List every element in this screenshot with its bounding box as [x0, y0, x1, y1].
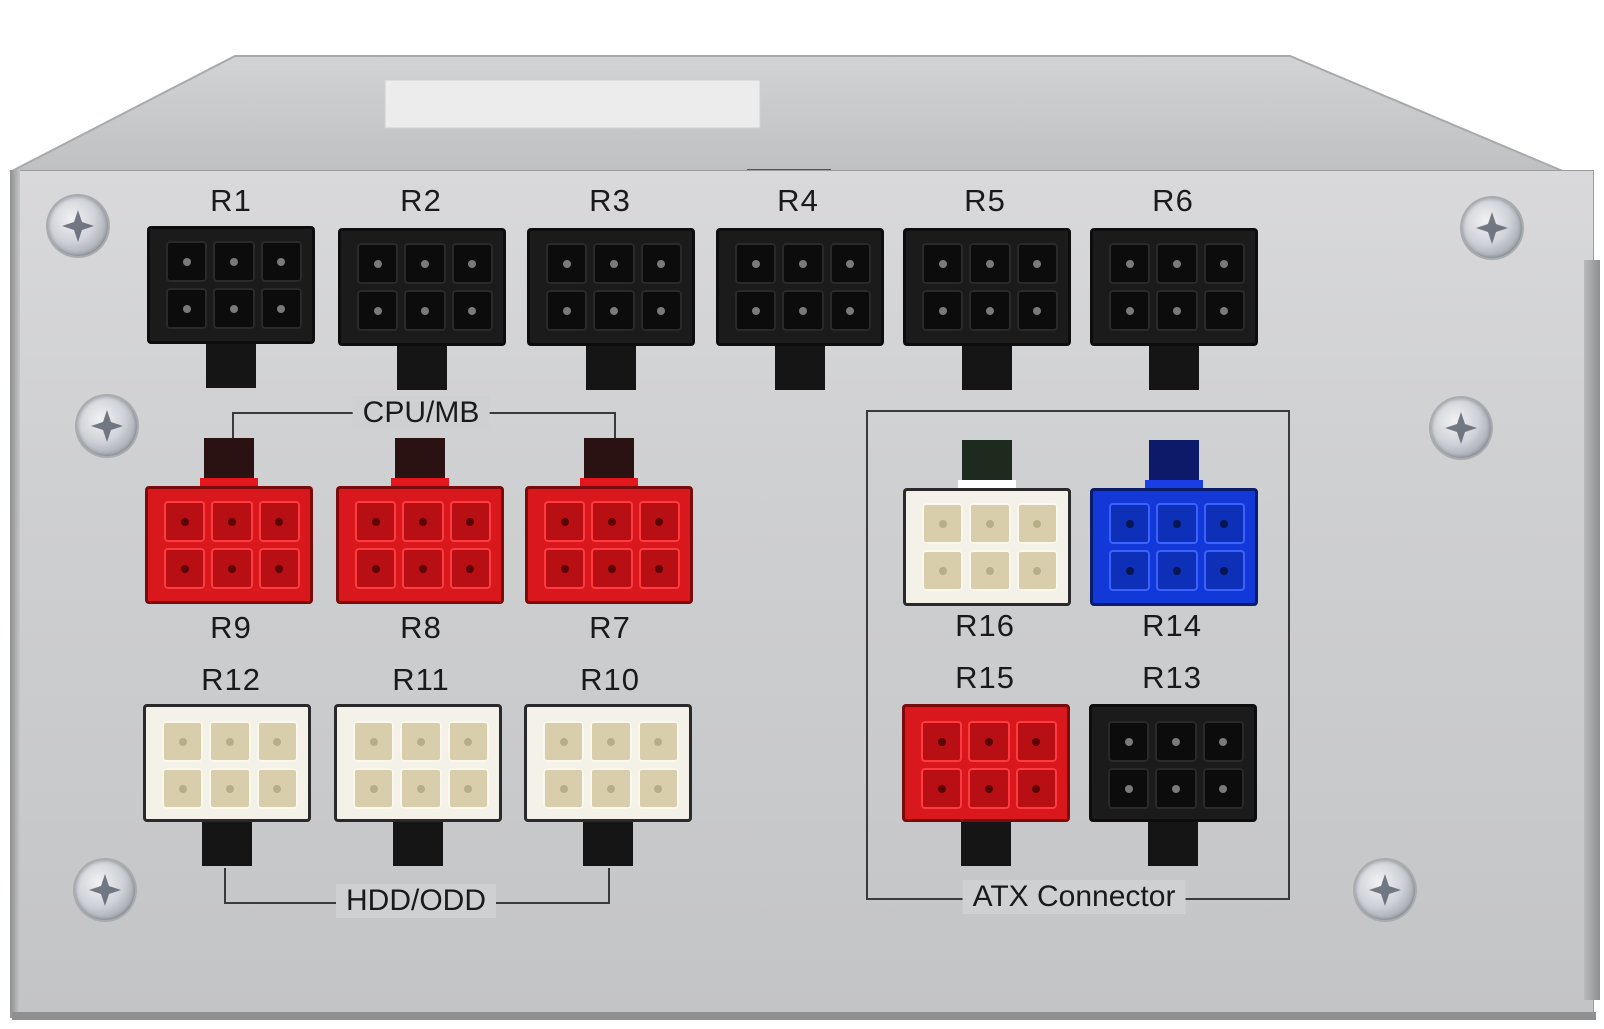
connector-label-r6: R6: [1152, 183, 1194, 218]
connector-label-r12: R12: [201, 662, 261, 697]
connector-label-r3: R3: [589, 183, 631, 218]
connector-label-r8: R8: [400, 610, 442, 645]
hdd-odd-group-label: HDD/ODD: [336, 884, 496, 918]
connector-label-r15: R15: [955, 660, 1015, 695]
screw-icon: [75, 860, 135, 920]
connector-label-r10: R10: [580, 662, 640, 697]
screw-icon: [1355, 860, 1415, 920]
connector-label-r11: R11: [392, 662, 450, 697]
panel-right-edge: [1584, 260, 1600, 1000]
connector-label-r14: R14: [1142, 608, 1202, 643]
connector-label-r2: R2: [400, 183, 442, 218]
connector-label-r9: R9: [210, 610, 252, 645]
panel-bottom-edge: [12, 1012, 1596, 1020]
connector-label-r7: R7: [589, 610, 631, 645]
cpu-mb-group-label: CPU/MB: [352, 396, 490, 430]
psu-top-surface: [9, 55, 1566, 191]
connector-label-r4: R4: [777, 183, 819, 218]
connector-label-r1: R1: [210, 183, 252, 218]
screw-icon: [1431, 398, 1491, 458]
atx-connector-frame: [866, 410, 1290, 900]
panel-left-edge: [10, 170, 20, 1018]
connector-label-r13: R13: [1142, 660, 1202, 695]
screw-icon: [48, 196, 108, 256]
screw-icon: [1462, 198, 1522, 258]
connector-label-r16: R16: [955, 608, 1015, 643]
connector-label-r5: R5: [964, 183, 1006, 218]
atx-group-label: ATX Connector: [962, 880, 1186, 914]
screw-icon: [77, 396, 137, 456]
